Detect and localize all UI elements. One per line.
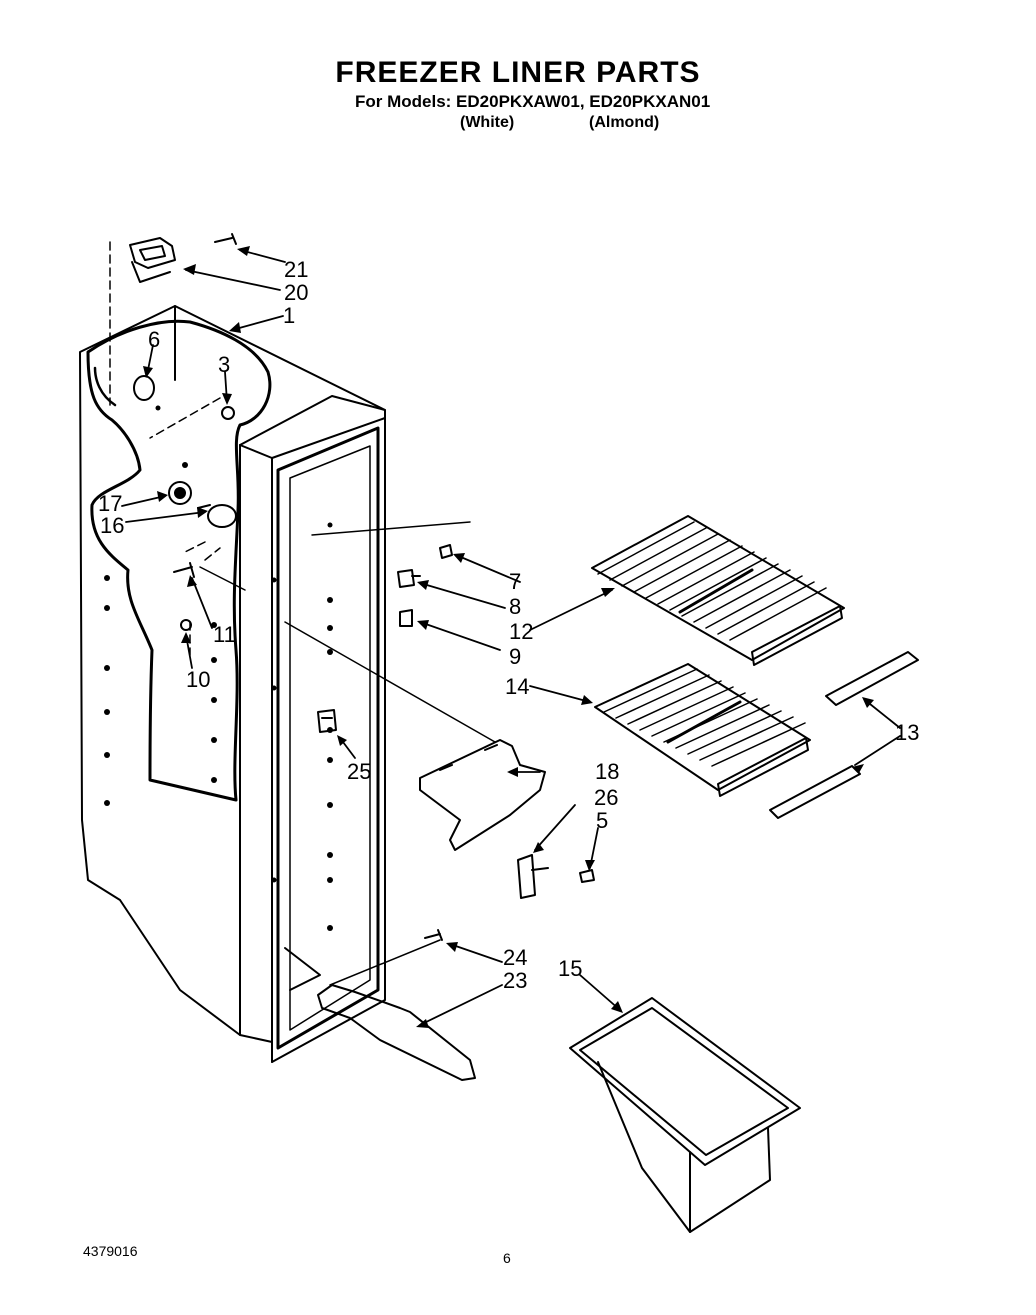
part-9-clip <box>399 609 413 627</box>
callout-20: 20 <box>284 280 308 305</box>
callout-21: 21 <box>284 257 308 282</box>
page-title: FREEZER LINER PARTS <box>335 56 701 89</box>
callout-25: 25 <box>347 759 371 784</box>
part-10-fastener <box>180 619 192 631</box>
part-16-bulb <box>197 504 237 528</box>
callout-18: 18 <box>595 759 619 784</box>
part-13-trim-lower <box>769 765 861 819</box>
part-21-screw <box>214 233 237 245</box>
callout-1: 1 <box>283 303 295 328</box>
callout-14: 14 <box>505 674 529 699</box>
models-line: For Models: ED20PKXAW01, ED20PKXAN01 <box>355 92 711 111</box>
callout-9: 9 <box>509 644 521 669</box>
callout-13: 13 <box>895 720 919 745</box>
callout-6: 6 <box>148 327 160 352</box>
part-7-clip <box>439 544 453 559</box>
part-11-fastener <box>173 562 195 578</box>
part-15-bin <box>569 997 801 1233</box>
callout-labels: 21 20 1 6 3 17 16 7 8 12 9 11 10 14 13 2… <box>98 257 919 993</box>
callout-15: 15 <box>558 956 582 981</box>
part-18-cover <box>419 739 546 851</box>
freezer-liner <box>79 241 496 1063</box>
part-8-clip <box>397 569 421 588</box>
callout-17: 17 <box>98 491 122 516</box>
callout-26: 26 <box>594 785 618 810</box>
callout-11: 11 <box>213 622 236 647</box>
part-23-rail <box>317 984 476 1081</box>
part-5-screw <box>579 869 595 883</box>
callout-23: 23 <box>503 968 527 993</box>
part-6-plug <box>133 375 155 401</box>
part-17-socket <box>168 481 192 505</box>
callout-5: 5 <box>596 808 608 833</box>
variant-almond: (Almond) <box>589 114 660 131</box>
callout-10: 10 <box>186 667 210 692</box>
variant-white: (White) <box>460 114 515 131</box>
part-25-switch <box>317 709 337 733</box>
arrow-heads <box>143 246 874 1028</box>
callout-16: 16 <box>100 513 124 538</box>
callout-24: 24 <box>503 945 527 970</box>
part-14-wire-shelf <box>594 663 811 797</box>
callout-12: 12 <box>509 619 533 644</box>
part-26-bracket <box>517 854 549 899</box>
document-number: 4379016 <box>83 1243 138 1259</box>
callout-8: 8 <box>509 594 521 619</box>
liner-holes <box>104 405 333 931</box>
part-20-bracket <box>129 237 176 283</box>
page-number: 6 <box>503 1250 511 1266</box>
callout-7: 7 <box>509 569 521 594</box>
part-24-screw <box>424 929 443 941</box>
part-12-wire-shelf <box>591 515 845 666</box>
callout-3: 3 <box>218 352 230 377</box>
part-3-screw <box>221 406 235 420</box>
part-13-trim-upper <box>825 651 919 706</box>
